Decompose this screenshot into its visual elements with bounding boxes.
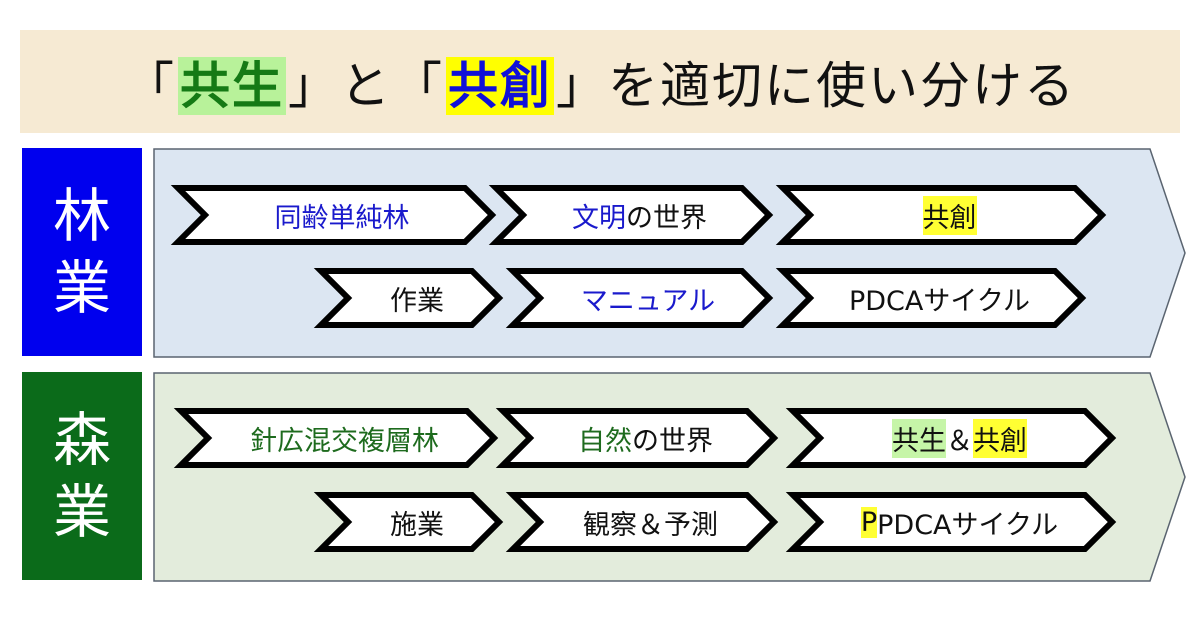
- chevron-step: 共生＆共創: [785, 408, 1117, 468]
- chevron-text-segment: 施業: [390, 509, 444, 541]
- title-segment: 共生: [178, 56, 286, 115]
- chevron-label: 自然の世界: [500, 408, 777, 468]
- chevron-text-segment: ＆: [946, 425, 973, 457]
- chevron-step: 文明の世界: [488, 185, 774, 245]
- chevron-text-segment: の世界: [632, 425, 713, 457]
- chevron-shape: [785, 408, 1117, 468]
- chevron-text-segment: 自然: [578, 425, 632, 457]
- forestry-panel-arrow: [153, 148, 1186, 358]
- chevron-shape: [173, 408, 499, 468]
- chevron-label: PDCAサイクル: [780, 268, 1085, 328]
- chevron-label: 文明の世界: [493, 185, 772, 245]
- chevron-text-segment: 観察＆予測: [583, 509, 718, 541]
- chevron-text-segment: 作業: [390, 285, 444, 317]
- chevron-label: 観察＆予測: [510, 492, 777, 552]
- chevron-text-segment: PDCAサイクル: [877, 509, 1059, 541]
- chevron-text-segment: 針広混交複層林: [250, 425, 439, 457]
- chevron-step: 自然の世界: [495, 408, 779, 468]
- title-segment: 」を適切に使い分ける: [556, 56, 1076, 115]
- chevron-shape: [505, 268, 774, 328]
- chevron-shape: [505, 492, 779, 552]
- chevron-text-segment: P: [860, 506, 878, 538]
- chevron-step: PDCAサイクル: [775, 268, 1087, 328]
- chevron-step: 施業: [313, 492, 504, 552]
- chevron-label: 針広混交複層林: [178, 408, 497, 468]
- chevron-label: 共創: [780, 185, 1105, 245]
- chevron-shape: [313, 268, 504, 328]
- label-char: 業: [52, 478, 111, 546]
- chevron-label: 施業: [318, 492, 502, 552]
- forest_industry-label: 森業: [22, 372, 142, 580]
- chevron-text-segment: 同齢単純林: [274, 202, 410, 234]
- chevron-label: マニュアル: [510, 268, 772, 328]
- chevron-text-segment: 文明: [572, 202, 626, 234]
- chevron-shape: [775, 268, 1087, 328]
- chevron-step: マニュアル: [505, 268, 774, 328]
- chevron-shape: [488, 185, 774, 245]
- title-segment: 共創: [446, 56, 554, 115]
- chevron-text-segment: マニュアル: [580, 285, 716, 317]
- chevron-shape: [170, 185, 497, 245]
- chevron-step: 同齢単純林: [170, 185, 497, 245]
- chevron-label: 作業: [318, 268, 502, 328]
- chevron-step: 観察＆予測: [505, 492, 779, 552]
- chevron-text-segment: PDCAサイクル: [848, 285, 1031, 317]
- label-char: 森: [52, 405, 111, 474]
- chevron-text-segment: の世界: [626, 202, 707, 234]
- chevron-shape: [495, 408, 779, 468]
- chevron-text-segment: 共創: [973, 418, 1027, 458]
- chevron-shape: [313, 492, 504, 552]
- chevron-step: 作業: [313, 268, 504, 328]
- label-char: 林: [52, 181, 111, 250]
- chevron-step: 共創: [775, 185, 1107, 245]
- chevron-step: 針広混交複層林: [173, 408, 499, 468]
- label-char: 業: [52, 254, 111, 322]
- chevron-text-segment: 共創: [922, 195, 977, 235]
- title-segment: 「: [124, 56, 176, 115]
- title-segment: 」と「: [288, 56, 444, 115]
- forestry-label: 林業: [22, 148, 142, 356]
- title-band: 「共生」と「共創」を適切に使い分ける: [20, 30, 1180, 133]
- chevron-text-segment: 共生: [892, 418, 946, 458]
- forest_industry-panel-arrow: [153, 372, 1186, 582]
- slide-title: 「共生」と「共創」を適切に使い分ける: [122, 46, 1078, 118]
- chevron-label: 共生＆共創: [790, 408, 1115, 468]
- chevron-label: 同齢単純林: [175, 185, 495, 245]
